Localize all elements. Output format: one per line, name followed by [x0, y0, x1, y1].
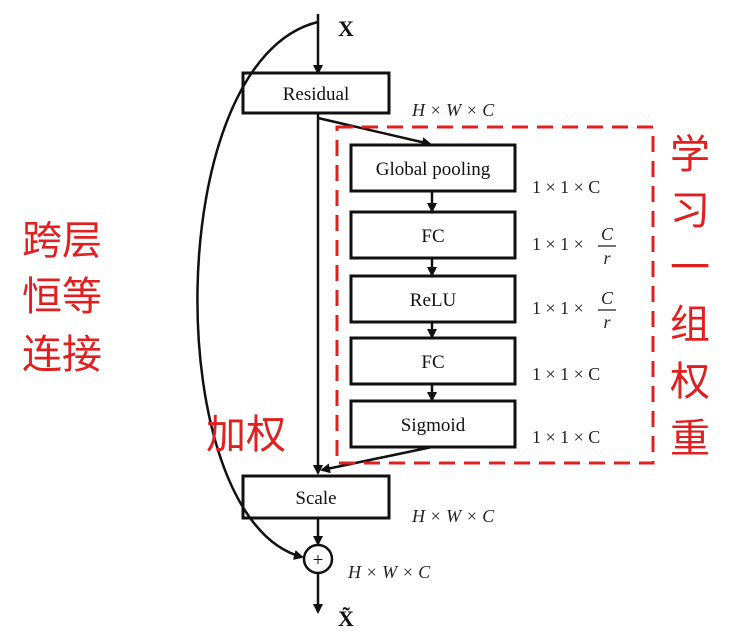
branch-to-pooling: [317, 116, 432, 148]
relu-box: [349, 274, 517, 324]
dim-after-residual: H × W × C: [411, 100, 495, 120]
fc1-label: FC: [421, 226, 444, 247]
residual-box: [241, 71, 391, 115]
annotation-right-char-2: 一: [670, 245, 710, 291]
arrow-sigmoid-to-scale: [320, 445, 433, 474]
fc1-box: [349, 210, 517, 260]
dim-relu-prefix: 1 × 1 ×: [532, 298, 584, 318]
identity-skip-curve: [196, 20, 319, 560]
dim-fc2: 1 × 1 × C: [532, 364, 600, 384]
annotation-right-char-5: 重: [670, 416, 710, 462]
dim-after-add: H × W × C: [347, 562, 431, 582]
dim-fc1-prefix: 1 × 1 ×: [532, 234, 584, 254]
fc2-box: [349, 336, 517, 386]
fc2-label: FC: [421, 352, 444, 373]
dim-after-scale: H × W × C: [411, 506, 495, 526]
relu-label: ReLU: [410, 290, 457, 311]
annotation-left-line1: 跨层: [22, 218, 102, 264]
sigmoid-box: [349, 399, 517, 449]
global-pooling-box: [349, 143, 517, 193]
annotation-weighting: 加权: [206, 412, 286, 458]
scale-label: Scale: [295, 488, 336, 509]
global-pooling-label: Global pooling: [376, 159, 491, 180]
sigmoid-label: Sigmoid: [401, 415, 466, 436]
output-x-tilde-label: X̃: [338, 606, 354, 631]
dim-fc1-den: r: [603, 248, 611, 268]
annotation-right-char-4: 权: [670, 359, 710, 405]
dim-relu-num: C: [601, 288, 614, 308]
annotation-right-char-3: 组: [670, 302, 710, 348]
dim-relu-den: r: [603, 312, 611, 332]
annotation-right-char-0: 学: [670, 132, 710, 178]
add-symbol: +: [313, 550, 324, 571]
dim-fc1-num: C: [601, 224, 614, 244]
residual-label: Residual: [283, 84, 350, 105]
annotation-right-char-1: 习: [670, 188, 710, 234]
dim-global-pooling: 1 × 1 × C: [532, 177, 600, 197]
scale-box: [241, 474, 391, 520]
annotation-left-line2: 恒等: [22, 274, 102, 320]
input-x-label: X: [338, 16, 354, 41]
dim-sigmoid: 1 × 1 × C: [532, 427, 600, 447]
attention-dashed-box: [335, 125, 655, 465]
annotation-left-line3: 连接: [22, 332, 102, 378]
